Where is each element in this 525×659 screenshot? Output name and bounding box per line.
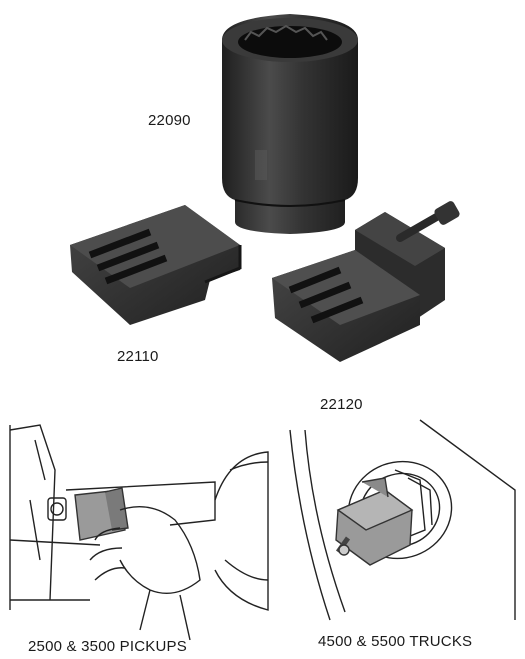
socket-22090-image <box>222 14 358 234</box>
tool-22110-image <box>70 205 242 325</box>
caption-pickups: 2500 & 3500 PICKUPS <box>28 638 187 655</box>
part-number-22120: 22120 <box>320 396 363 413</box>
trucks-install-diagram <box>289 419 516 621</box>
pickups-install-diagram <box>9 424 269 641</box>
part-number-22110: 22110 <box>117 348 159 365</box>
part-number-22090: 22090 <box>148 112 191 129</box>
caption-trucks: 4500 & 5500 TRUCKS <box>318 633 473 650</box>
tool-22120-image <box>272 201 460 362</box>
